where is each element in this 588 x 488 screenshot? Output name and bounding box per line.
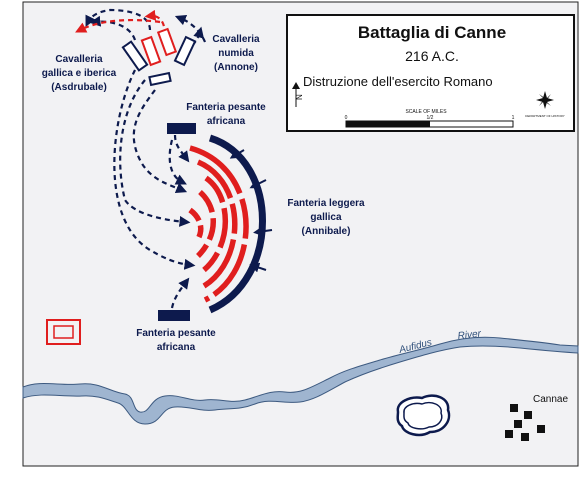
label-fant-pes-top-1: Fanteria pesante xyxy=(186,102,266,113)
label-fant-leggera-1: Fanteria leggera xyxy=(287,198,365,209)
roman-infantry-lines xyxy=(188,145,249,303)
label-fant-leggera-2: gallica xyxy=(310,212,342,223)
river-label-river: River xyxy=(457,329,482,342)
roman-cavalry-units xyxy=(140,27,178,67)
carthaginian-movement-arrows xyxy=(85,8,207,309)
title-box: Battaglia di Canne 216 A.C. Distruzione … xyxy=(286,14,575,132)
label-numidian-cavalry: Cavalleria numida (Annone) xyxy=(212,34,260,73)
map-subtitle: Distruzione dell'esercito Romano xyxy=(303,74,493,89)
cannae-town-icon xyxy=(505,404,545,441)
label-fant-pes-bot-1: Fanteria pesante xyxy=(136,328,216,339)
heavy-infantry-bottom-block xyxy=(158,310,190,321)
scale-tick-0: 0 xyxy=(345,115,348,121)
label-gallic-cavalry: Cavalleria gallica e iberica (Asdrubale) xyxy=(42,54,117,93)
scale-tick-1: 1 xyxy=(512,115,515,121)
label-cav-numida-3: (Annone) xyxy=(214,62,258,73)
scale-bar xyxy=(345,120,514,128)
label-fant-pes-bot-2: africana xyxy=(157,342,196,353)
lake-inner xyxy=(403,401,443,430)
map-title: Battaglia di Canne xyxy=(358,23,506,42)
compass-star-icon xyxy=(536,91,554,109)
arc-inward-arrows xyxy=(229,149,273,273)
label-light-infantry: Fanteria leggera gallica (Annibale) xyxy=(287,198,365,237)
roman-camp-icon xyxy=(46,319,81,345)
cannae-label: Cannae xyxy=(533,394,568,405)
heavy-infantry-top-block xyxy=(167,123,196,134)
scale-tick-half: 1/2 xyxy=(427,115,434,121)
numidian-cavalry-units xyxy=(173,35,197,67)
label-heavy-infantry-bottom: Fanteria pesante africana xyxy=(136,328,216,353)
gallic-cavalry-units xyxy=(121,40,172,87)
label-cav-gallica-3: (Asdrubale) xyxy=(51,82,107,93)
label-fant-pes-top-2: africana xyxy=(207,116,246,127)
map-year: 216 A.C. xyxy=(405,48,459,64)
publisher-mark: DEPARTMENT OF HISTORY xyxy=(525,114,564,118)
label-fant-leggera-3: (Annibale) xyxy=(302,226,351,237)
label-cav-gallica-2: gallica e iberica xyxy=(42,68,117,79)
label-cav-numida-1: Cavalleria xyxy=(212,34,260,45)
label-heavy-infantry-top: Fanteria pesante africana xyxy=(186,102,266,127)
label-cav-gallica-1: Cavalleria xyxy=(55,54,103,65)
north-label: N xyxy=(295,94,304,100)
aufidus-river xyxy=(22,336,579,425)
scale-label: SCALE OF MILES xyxy=(405,109,447,115)
label-cav-numida-2: numida xyxy=(218,48,254,59)
north-arrow-icon xyxy=(292,82,300,107)
